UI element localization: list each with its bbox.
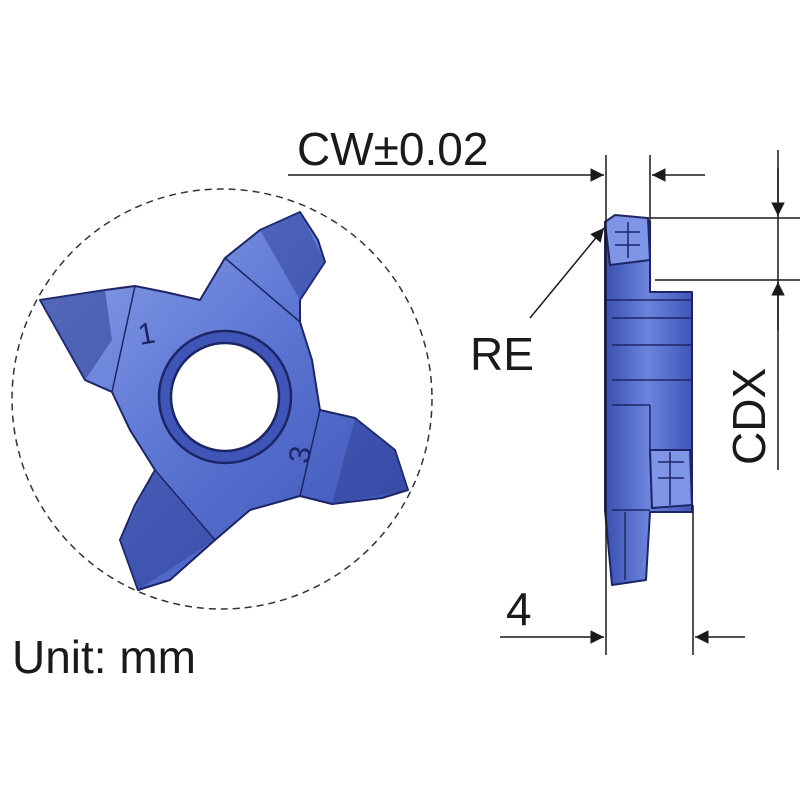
cw-label: CW±0.02 — [297, 123, 488, 175]
side-body-lines — [605, 299, 692, 580]
insert-side-view — [603, 213, 694, 586]
insert-edge-lines — [111, 257, 321, 541]
dashed-circle — [11, 188, 433, 610]
re-label: RE — [470, 328, 534, 380]
side-lower-tooth-detail — [658, 452, 684, 505]
insert-mark-1: 1 — [135, 316, 157, 351]
side-body — [604, 221, 693, 586]
insert-hole — [169, 341, 281, 453]
side-lower-tooth — [648, 449, 694, 510]
tooth-facet-right — [332, 418, 408, 504]
insert-mark-3: 3 — [283, 444, 318, 466]
unit-label: Unit: mm — [12, 631, 196, 683]
tooth-facet-top — [260, 212, 325, 300]
tooth-facet-bottom — [120, 470, 215, 590]
insert-front-view: 1 3 — [11, 188, 433, 610]
tooth-facet-left — [40, 290, 112, 380]
dimension-lines — [288, 150, 800, 655]
four-label: 4 — [506, 583, 532, 635]
cdx-label: CDX — [723, 368, 775, 465]
side-top-tooth-detail — [615, 222, 640, 258]
